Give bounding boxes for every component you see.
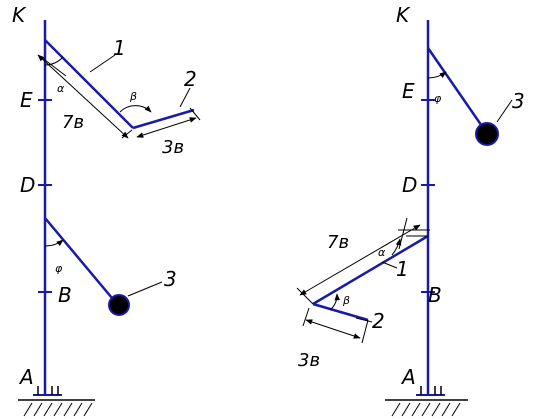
- right-beta-arc: [329, 293, 341, 311]
- right-label-d: D: [402, 173, 417, 197]
- left-ball-3: [108, 294, 130, 316]
- right-label-phi: φ: [434, 92, 442, 105]
- left-figure: K E D B A 1 2 3 α β φ 7в 3в: [12, 3, 201, 417]
- left-dim-7b: [37, 54, 129, 139]
- left-label-d: D: [20, 173, 35, 197]
- right-pendulum-rod: [426, 47, 488, 133]
- left-label-7b: 7в: [62, 112, 84, 133]
- right-figure: K E D B A 3 1 2 φ α β 7в 3в: [296, 3, 525, 417]
- left-label-k: K: [12, 3, 27, 27]
- right-label-k: K: [396, 3, 411, 27]
- left-beta-arc: [119, 105, 152, 113]
- right-ball-3: [475, 122, 499, 146]
- left-label-3b: 3в: [162, 137, 184, 158]
- left-rod-2: [132, 108, 195, 130]
- right-label-beta: β: [342, 294, 350, 307]
- right-phi-arc: [427, 71, 447, 79]
- left-dim-3b: [136, 117, 197, 138]
- right-ground-support: [385, 386, 468, 417]
- left-label-alpha: α: [57, 82, 65, 95]
- right-alpha-arc: [391, 238, 402, 256]
- left-label-phi: φ: [55, 262, 63, 275]
- left-label-ball3: 3: [164, 267, 177, 291]
- right-label-3b: 3в: [298, 350, 320, 371]
- right-label-ball3: 3: [512, 89, 525, 113]
- left-label-rod2: 2: [184, 67, 197, 91]
- left-label-a: A: [18, 365, 34, 389]
- left-phi-arc: [44, 239, 64, 247]
- left-label-beta: β: [129, 90, 137, 103]
- left-ground-support: [18, 386, 95, 417]
- left-label-rod1: 1: [113, 36, 126, 60]
- right-label-rod1: 1: [396, 257, 409, 281]
- left-label-e: E: [20, 88, 33, 112]
- right-label-rod2: 2: [372, 309, 385, 333]
- right-label-a: A: [400, 365, 416, 389]
- right-dim-3b: [305, 319, 361, 339]
- right-dim-7b: [299, 224, 421, 296]
- right-label-7b: 7в: [327, 232, 349, 253]
- right-label-alpha: α: [378, 246, 386, 259]
- right-label-b: B: [428, 283, 442, 307]
- right-label-e: E: [402, 79, 415, 103]
- left-pendulum-rod: [44, 217, 118, 305]
- left-label-b: B: [58, 283, 72, 307]
- right-rod-2: [312, 302, 369, 322]
